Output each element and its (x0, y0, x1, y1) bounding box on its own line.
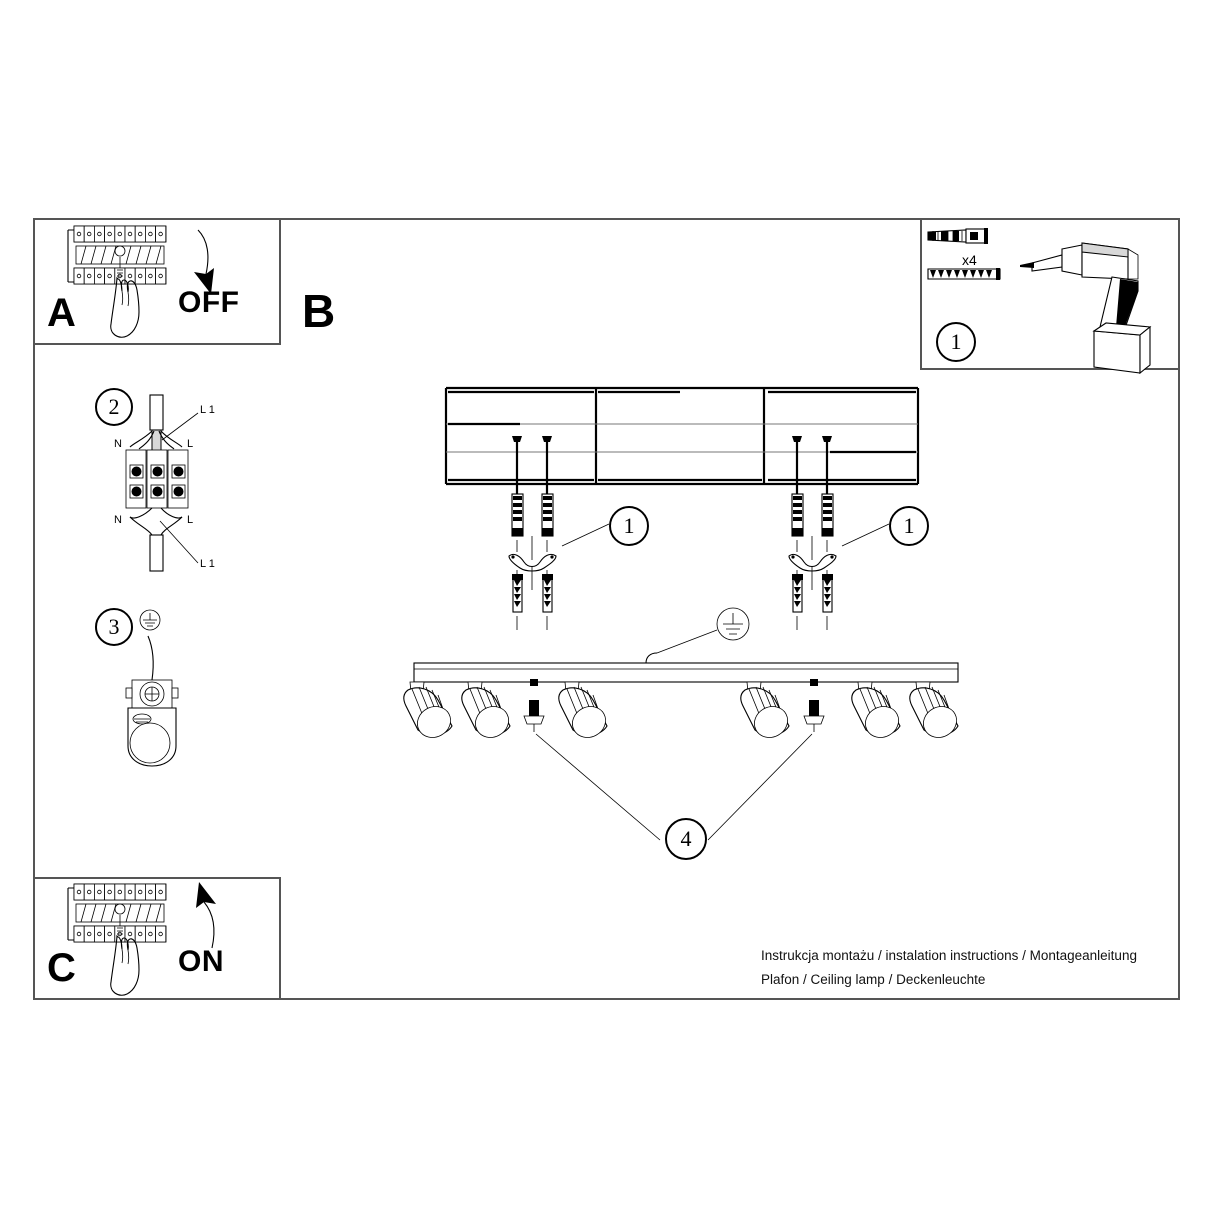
footer-line-1: Instrukcja montażu / instalation instruc… (761, 948, 1137, 963)
panel-c-action-label: ON (178, 945, 224, 978)
panel-c-box (33, 877, 281, 1000)
panel-a-box (33, 218, 281, 345)
callout-step-2: 2 (95, 388, 133, 426)
callout-mount-left-1: 1 (609, 506, 649, 546)
panel-parts-box (920, 218, 1180, 370)
panel-c-letter: C (47, 946, 76, 990)
callout-step-3: 3 (95, 608, 133, 646)
panel-a-action-label: OFF (178, 286, 240, 319)
footer-text: Instrukcja montażu / instalation instruc… (761, 944, 1181, 991)
callout-mount-right-1: 1 (889, 506, 929, 546)
panel-a-letter: A (47, 291, 76, 335)
panel-b-letter: B (302, 285, 336, 337)
outer-frame (33, 218, 1180, 1000)
footer-line-2: Plafon / Ceiling lamp / Deckenleuchte (761, 971, 986, 987)
callout-parts-1: 1 (936, 322, 976, 362)
callout-cap-screw-4: 4 (665, 818, 707, 860)
